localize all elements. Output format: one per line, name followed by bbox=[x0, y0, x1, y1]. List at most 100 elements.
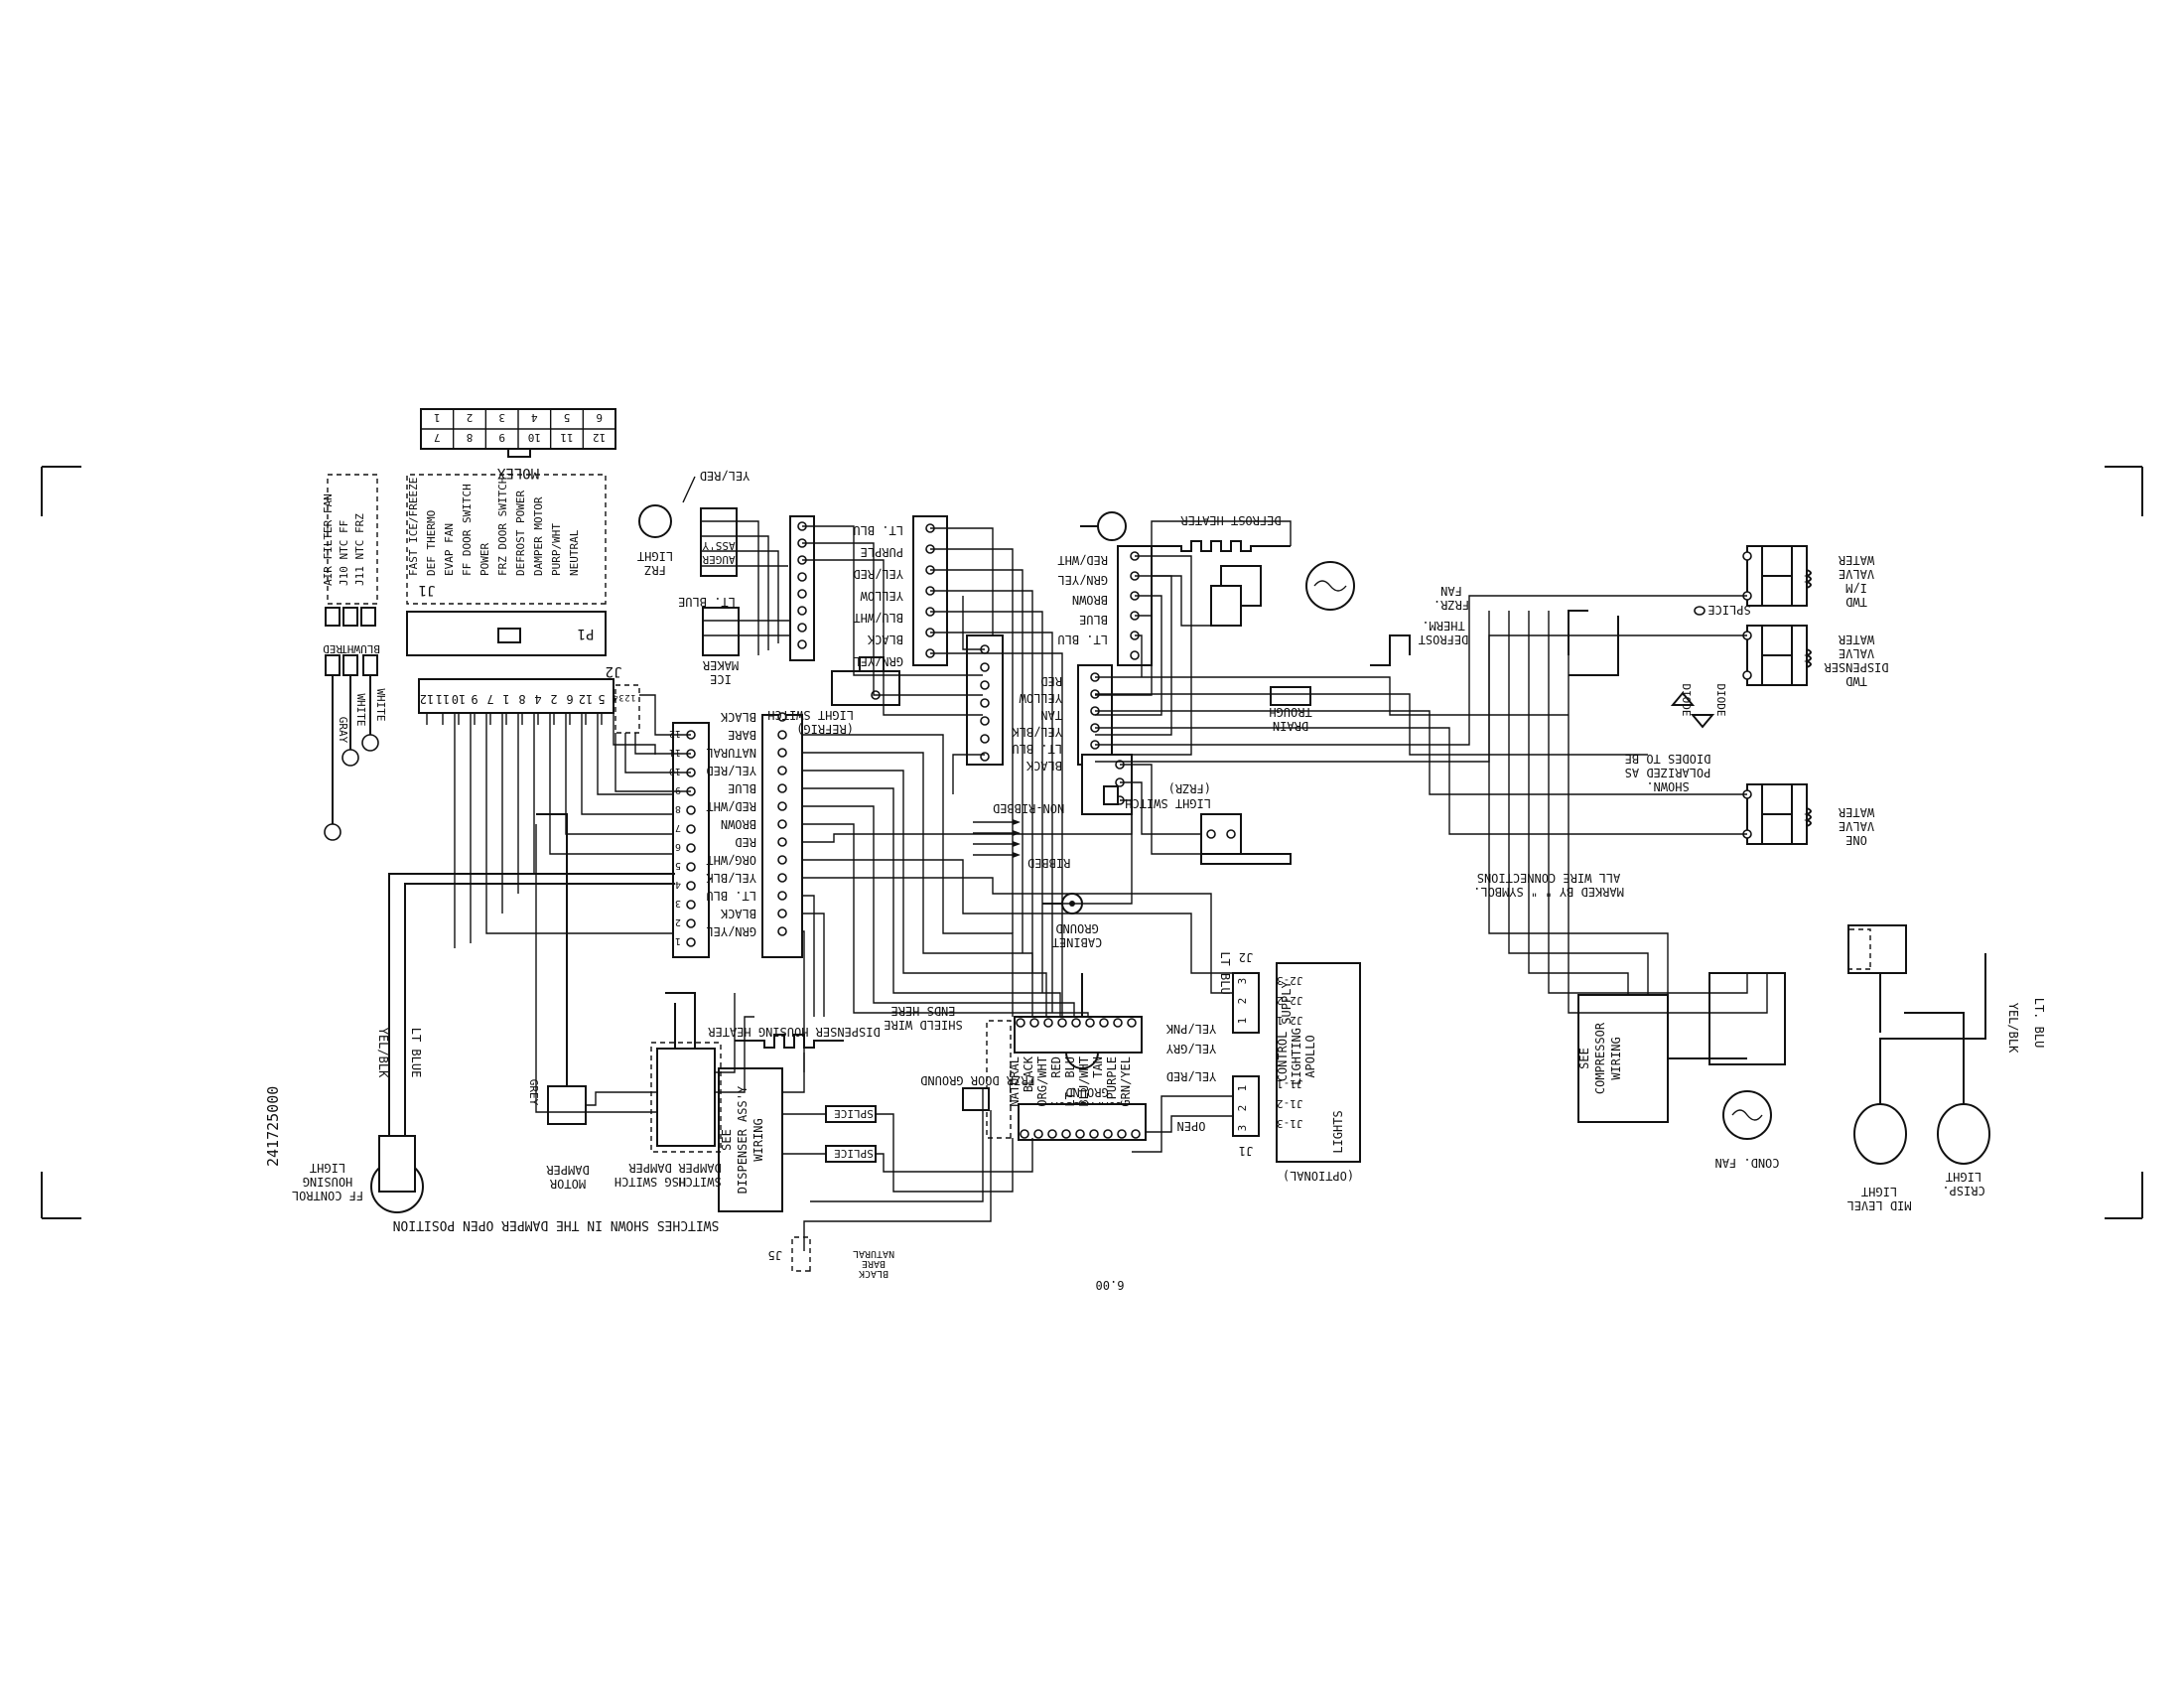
twd-dispenser-valve-label: WATER bbox=[1838, 633, 1874, 646]
molex-pin-top: 5 bbox=[564, 411, 571, 424]
j1-function-label: FRZ DOOR SWITCH bbox=[496, 478, 509, 576]
damper-hsg-switch-1: DAMPER bbox=[628, 1161, 672, 1175]
apollo-j2-pin: J2-3 bbox=[1277, 974, 1303, 987]
wire bbox=[952, 754, 985, 794]
apollo-lights: LIGHTS bbox=[1331, 1110, 1345, 1153]
refrig-harness-color: GRN/YEL bbox=[706, 924, 756, 938]
refrig-harness-color: BARE bbox=[728, 728, 756, 742]
wire bbox=[1042, 799, 1133, 905]
damper-hsg-switch-2: HSG SWITCH bbox=[614, 1175, 686, 1189]
twd-dispenser-valve-label: DISPENSER bbox=[1824, 660, 1889, 674]
wire bbox=[802, 559, 983, 716]
defrost-harness-color: RED/WHT bbox=[1057, 553, 1108, 567]
sensor-lead-white-2: WHITE bbox=[354, 693, 367, 726]
crisp-wire-yelblk: YEL/BLK bbox=[2006, 1003, 2020, 1054]
auger-wire: YEL/RED bbox=[700, 469, 751, 483]
crisp-light-2: LIGHT bbox=[1946, 1170, 1981, 1184]
wire bbox=[930, 569, 1024, 953]
wire bbox=[802, 823, 1089, 1017]
compressor-box-line: COMPRESSOR bbox=[1593, 1022, 1607, 1094]
j2-label: J2 bbox=[606, 663, 622, 679]
wire bbox=[1568, 611, 1768, 1014]
frz-light-label2: LIGHT bbox=[637, 549, 673, 563]
dispenser-harness-dot bbox=[1131, 1129, 1141, 1139]
valve-harness-color: BLACK bbox=[1025, 759, 1062, 773]
refrig-harness-pin-dot bbox=[686, 900, 696, 910]
p1-label: P1 bbox=[578, 626, 595, 641]
cabinet-ground-2: GROUND bbox=[1055, 921, 1098, 935]
refrig-harness-pin: 12 bbox=[669, 728, 681, 739]
refrig-harness-pin-dot bbox=[686, 937, 696, 947]
wire bbox=[639, 694, 691, 736]
ntc-label: J11 NTC FRZ bbox=[353, 513, 366, 586]
apollo-j1-pin: J1-1 bbox=[1277, 1077, 1303, 1090]
mid-level-light-1: MID LEVEL bbox=[1846, 1198, 1911, 1212]
auger-harness-dot bbox=[797, 606, 807, 616]
wire bbox=[1132, 1095, 1233, 1153]
refrig-harness-pin: 11 bbox=[669, 747, 681, 758]
refrig-harness-pin: 8 bbox=[675, 803, 681, 814]
auger-ice-group: FRZ LIGHT AUGER ASS'Y YEL/RED LT. BLUE I… bbox=[637, 469, 815, 686]
crisp-wire-ltblu: LT. BLU bbox=[2032, 998, 2046, 1049]
refrig-harness-color: YEL/BLK bbox=[706, 871, 756, 885]
molex-pin-top: 3 bbox=[498, 411, 505, 424]
damper-switch-1: DAMPER bbox=[678, 1161, 722, 1175]
refrig-harness-pin: 9 bbox=[675, 784, 681, 795]
frzr-light-switch-sublabel: (FRZR) bbox=[1168, 781, 1211, 795]
wire bbox=[1095, 634, 1747, 763]
valve-harness-dot bbox=[980, 716, 990, 726]
molex-pin-top: 1 bbox=[434, 411, 441, 424]
apollo-pin-bottom: 3 bbox=[1236, 1125, 1249, 1132]
frzr-fan-2: FAN bbox=[1440, 584, 1462, 598]
refrig-color-dot bbox=[777, 748, 787, 758]
wire bbox=[1146, 1115, 1233, 1133]
damper-motor-2: MOTOR bbox=[549, 1177, 586, 1191]
refrig-harness-pin: 3 bbox=[675, 898, 681, 909]
dispenser-harness-dot bbox=[1127, 1018, 1137, 1028]
water-valves: TWDI/MVALVEWATERTWDDISPENSERVALVEWATERON… bbox=[1473, 545, 1889, 899]
splice-2: SPLICE bbox=[834, 1147, 874, 1160]
refrig-harness-color: YEL/RED bbox=[706, 764, 756, 777]
wire bbox=[802, 770, 1047, 1017]
mid-level-light-2: LIGHT bbox=[1861, 1185, 1897, 1198]
apollo-title-line: CONTROL bbox=[1276, 1032, 1290, 1082]
page-mark: 6.00 bbox=[1096, 1278, 1125, 1292]
defrost-therm-1: DEFROST bbox=[1419, 633, 1469, 646]
frzr-door-ground: FRZR DOOR GROUND bbox=[920, 1073, 1035, 1087]
apollo-j2-label: J2 bbox=[1239, 950, 1253, 964]
dispenser-harness-dot bbox=[1085, 1018, 1095, 1028]
j1-function-label: DEF THERMO bbox=[425, 510, 438, 576]
valve-harness-dot bbox=[980, 734, 990, 744]
diode-note-line: POLARIZED AS bbox=[1625, 766, 1711, 779]
valve-harness-color: RED bbox=[1040, 674, 1062, 688]
wire bbox=[1120, 781, 1201, 835]
ice-maker-1: ICE bbox=[710, 672, 732, 686]
j1-function-label: FF DOOR SWITCH bbox=[461, 484, 474, 576]
dispenser-harness-dot bbox=[1057, 1018, 1067, 1028]
damper-area: DAMPER SWITCH DAMPER HSG SWITCH DAMPER M… bbox=[292, 813, 1125, 1292]
ribbed: RIBBED bbox=[1027, 856, 1070, 870]
sensor-wire-blu: BLU bbox=[360, 642, 380, 655]
wire bbox=[810, 1088, 984, 1202]
refrig-harness-pin: 10 bbox=[669, 766, 681, 776]
refrig-color-dot bbox=[777, 766, 787, 775]
refrig-color-dot bbox=[777, 730, 787, 740]
molex-pin-bottom: 8 bbox=[467, 431, 474, 444]
defrost-harness-color: GRN/YEL bbox=[1057, 573, 1108, 587]
apollo-supply: SUPPLY bbox=[1280, 981, 1294, 1025]
apollo-pin-top: 1 bbox=[1236, 1018, 1249, 1025]
frame-marks bbox=[41, 466, 2143, 1219]
wire bbox=[802, 859, 1233, 974]
non-ribbed: NON-RIBBED bbox=[993, 801, 1064, 815]
j2-pin-label: 4 bbox=[534, 692, 541, 706]
damper-switch-2: SWITCH bbox=[678, 1175, 721, 1189]
wire bbox=[802, 525, 983, 676]
refrig-color-dot bbox=[777, 712, 787, 722]
wire bbox=[1095, 727, 1747, 835]
molex-pin-bottom: 7 bbox=[434, 431, 441, 444]
dispenser-assy-line: WIRING bbox=[751, 1118, 765, 1161]
molex-title: MOLEX bbox=[496, 465, 539, 481]
